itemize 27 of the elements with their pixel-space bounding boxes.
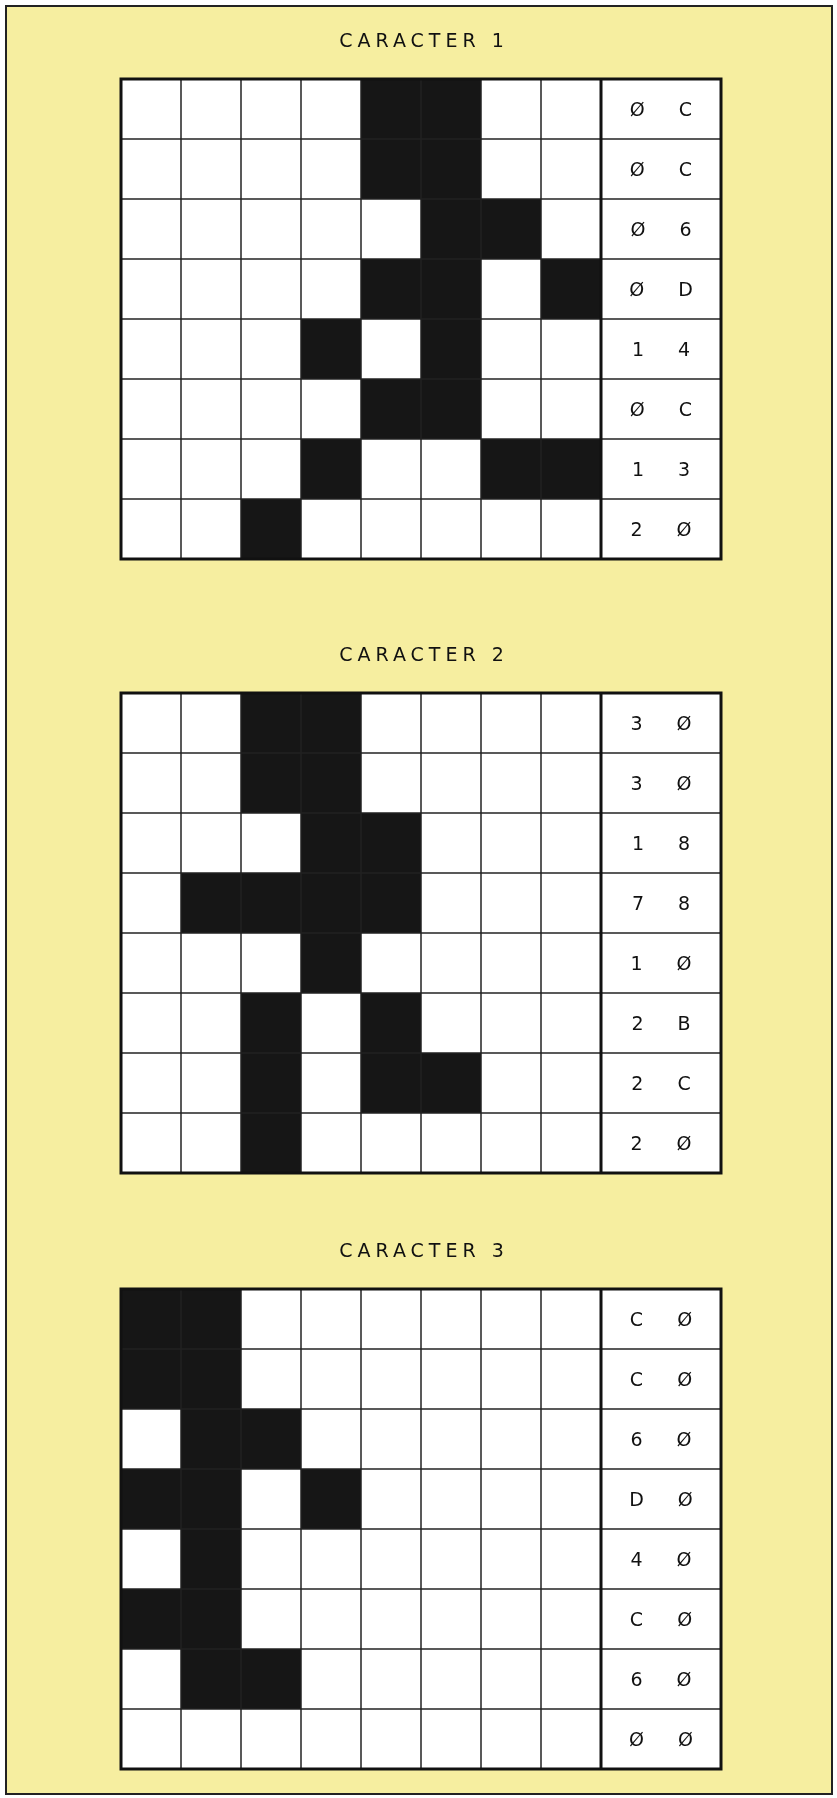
hex-code: 7 8 <box>630 891 706 916</box>
hex-code: C Ø <box>628 1607 708 1632</box>
hex-code: 6 Ø <box>629 1427 707 1452</box>
hex-code: Ø C <box>628 157 708 182</box>
grid-heading: CARACTER 2 <box>338 643 510 665</box>
hex-code: C Ø <box>628 1307 708 1332</box>
hex-code: 6 Ø <box>629 1667 707 1692</box>
hex-code: 1 8 <box>630 831 706 856</box>
hex-code: C Ø <box>628 1367 708 1392</box>
hex-code: 1 Ø <box>629 951 707 976</box>
hex-code: 2 Ø <box>629 517 707 542</box>
hex-code: 1 4 <box>630 337 706 362</box>
hex-code: Ø 6 <box>629 217 707 242</box>
hex-code: 3 Ø <box>629 711 707 736</box>
hex-code: Ø D <box>628 277 708 302</box>
hex-code: Ø C <box>628 397 708 422</box>
hex-code: 2 Ø <box>629 1131 707 1156</box>
grid-heading: CARACTER 1 <box>338 29 510 51</box>
grid-heading: CARACTER 3 <box>338 1239 510 1261</box>
hex-code: Ø C <box>628 97 708 122</box>
hex-code: Ø Ø <box>628 1727 708 1752</box>
hex-code: 4 Ø <box>629 1547 707 1572</box>
hex-code: 3 Ø <box>629 771 707 796</box>
hex-code: D Ø <box>628 1487 708 1512</box>
hex-code: 2 C <box>630 1071 706 1096</box>
hex-code: 1 3 <box>630 457 706 482</box>
hex-code: 2 B <box>630 1011 706 1036</box>
